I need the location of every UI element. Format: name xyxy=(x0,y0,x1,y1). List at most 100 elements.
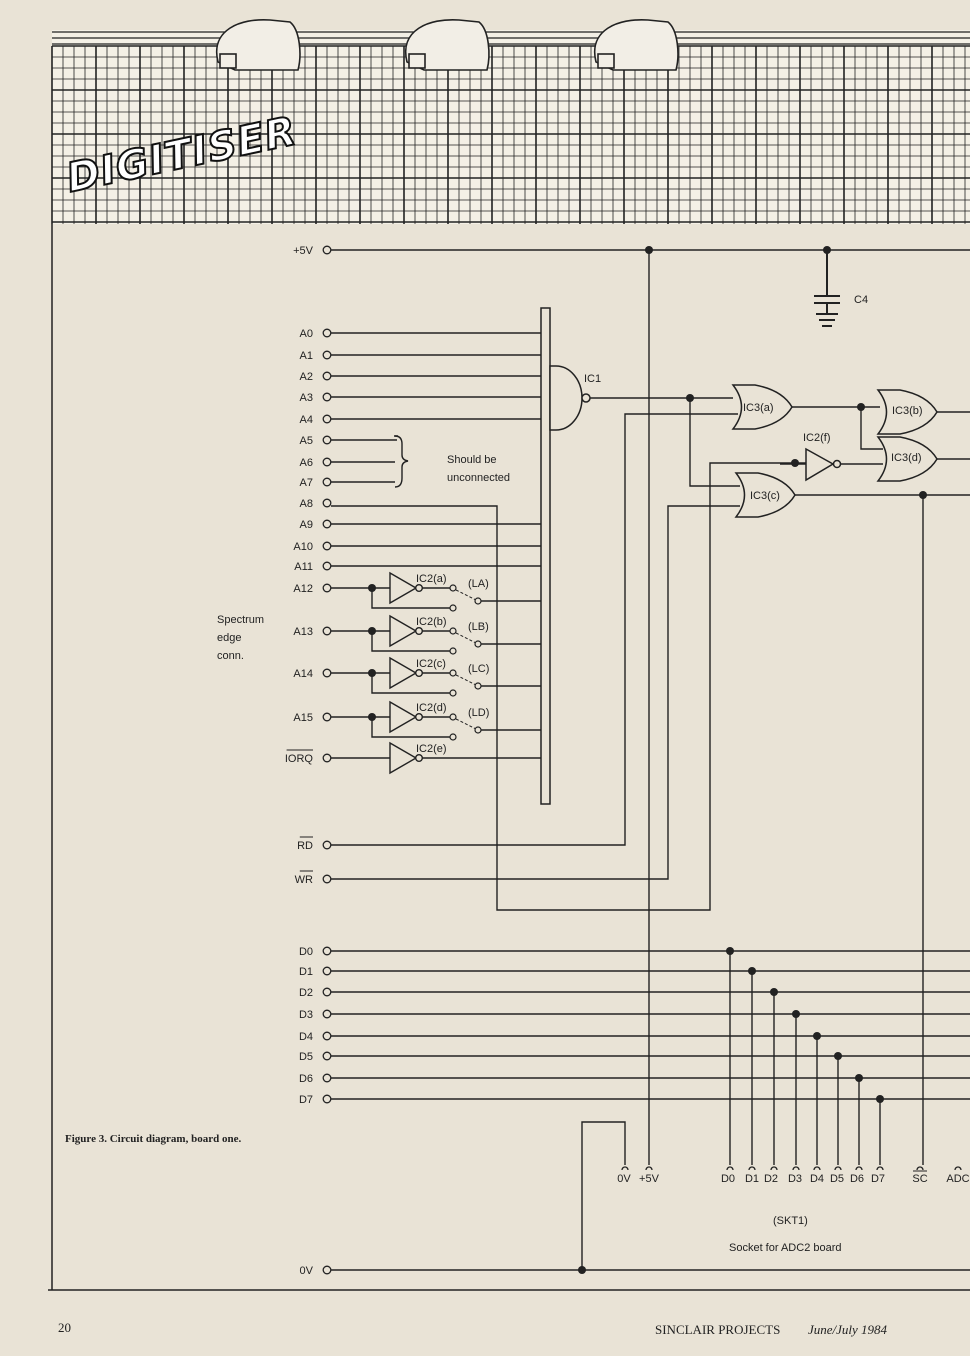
ic2-label: IC2(c) xyxy=(416,658,446,670)
junction-dot xyxy=(770,988,778,996)
pin-d4-label: D4 xyxy=(299,1031,313,1043)
pin-a6-terminal xyxy=(322,457,332,467)
pin-a14-label: A14 xyxy=(293,668,313,680)
socket-pin xyxy=(876,1166,884,1171)
buffer-bypass xyxy=(371,673,452,694)
link-pad xyxy=(449,713,457,721)
pin-a12-label: A12 xyxy=(293,583,313,595)
link-pad xyxy=(449,689,457,697)
ic2-buffer-1 xyxy=(389,571,424,605)
socket-pin-label: D1 xyxy=(745,1173,759,1185)
socket-pin xyxy=(726,1166,734,1171)
ic2-buffer-2 xyxy=(389,614,424,648)
pin-a14-terminal xyxy=(322,668,332,678)
link-pad xyxy=(474,726,482,734)
pin-d1-label: D1 xyxy=(299,966,313,978)
ic2f-label: IC2(f) xyxy=(803,432,831,444)
socket-pin xyxy=(813,1166,821,1171)
buffer-bypass xyxy=(371,717,452,738)
socket-pin-label: D5 xyxy=(830,1173,844,1185)
pin-d0-terminal xyxy=(322,946,332,956)
pin-a3-label: A3 xyxy=(300,392,313,404)
pin-a8-terminal xyxy=(322,498,332,508)
link-jumper xyxy=(455,632,477,644)
pin-5v-label: +5V xyxy=(293,245,314,257)
pin-a0-label: A0 xyxy=(300,328,313,340)
wr-wire xyxy=(331,505,740,880)
link-jumper xyxy=(455,589,477,601)
pin-a9-label: A9 xyxy=(300,519,313,531)
binder-rings xyxy=(215,19,679,71)
unconnected-note-2: unconnected xyxy=(447,472,510,484)
socket-pin-label: D4 xyxy=(810,1173,824,1185)
pin-a8-label: A8 xyxy=(300,498,313,510)
pin-a1-terminal xyxy=(322,350,332,360)
unconnected-note-1: Should be xyxy=(447,454,497,466)
pin-d7-terminal xyxy=(322,1094,332,1104)
socket-pin xyxy=(770,1166,778,1171)
pin-5v-terminal xyxy=(322,245,332,255)
pin-wr-terminal xyxy=(322,874,332,884)
pin-a10-label: A10 xyxy=(293,541,313,553)
pin-a0-terminal xyxy=(322,328,332,338)
link-pad xyxy=(449,733,457,741)
junction-dot xyxy=(726,947,734,955)
pin-rd-terminal xyxy=(322,840,332,850)
socket-pin-label: D0 xyxy=(721,1173,735,1185)
pin-0v-label: 0V xyxy=(300,1265,314,1277)
pin-a13-terminal xyxy=(322,626,332,636)
ic3c-gate xyxy=(734,472,796,518)
ic2-label: IC2(a) xyxy=(416,573,447,585)
junction-dot xyxy=(791,459,799,467)
junction-dot xyxy=(645,246,653,254)
ic3d-gate xyxy=(876,436,938,482)
ic2-buffer-5 xyxy=(389,741,424,775)
pin-d7-label: D7 xyxy=(299,1094,313,1106)
junction-dot xyxy=(578,1266,586,1274)
pin-a6-label: A6 xyxy=(300,457,313,469)
addr-a8-route xyxy=(331,462,806,911)
link-pad xyxy=(449,669,457,677)
pin-d2-terminal xyxy=(322,987,332,997)
pin-iorq-terminal xyxy=(322,753,332,763)
link-pad xyxy=(474,597,482,605)
ic2-label: IC2(b) xyxy=(416,616,447,628)
pin-a13-label: A13 xyxy=(293,626,313,638)
junction-dot xyxy=(792,1010,800,1018)
junction-dot xyxy=(857,403,865,411)
junction-dot xyxy=(876,1095,884,1103)
junction-dot xyxy=(368,669,376,677)
pin-a5-label: A5 xyxy=(300,435,313,447)
rail-0v-up xyxy=(581,1121,626,1270)
ic1-nand-gate xyxy=(540,307,591,805)
pin-a7-terminal xyxy=(322,477,332,487)
junction-dot xyxy=(855,1074,863,1082)
ic2f-inverter xyxy=(805,447,835,482)
link-pad xyxy=(449,604,457,612)
terminals: +5VA0A1A2A3A4A5A6A7A8A9A10A11A12A13A14A1… xyxy=(285,245,332,1277)
socket-pin-label: D7 xyxy=(871,1173,885,1185)
pin-a5-terminal xyxy=(322,435,332,445)
rd-wire xyxy=(331,413,738,846)
capacitor-c4 xyxy=(814,251,840,327)
pin-a3-terminal xyxy=(322,392,332,402)
pin-a10-terminal xyxy=(322,541,332,551)
ic1-to-ic3c xyxy=(689,398,740,487)
ic1-label: IC1 xyxy=(584,373,601,385)
socket-pin xyxy=(834,1166,842,1171)
socket-pin-label: D3 xyxy=(788,1173,802,1185)
pin-d2-label: D2 xyxy=(299,987,313,999)
ic2-buffer-4 xyxy=(389,700,424,734)
wiring xyxy=(331,249,970,1271)
ic2-label: IC2(e) xyxy=(416,743,447,755)
graph-paper-header xyxy=(51,30,970,224)
c4-label: C4 xyxy=(854,294,868,306)
pin-rd-label: RD xyxy=(297,840,313,852)
pin-d3-label: D3 xyxy=(299,1009,313,1021)
pin-d1-terminal xyxy=(322,966,332,976)
ic3-gates xyxy=(731,384,938,518)
pin-a4-terminal xyxy=(322,414,332,424)
pin-d0-label: D0 xyxy=(299,946,313,958)
ic2-label: IC2(d) xyxy=(416,702,447,714)
